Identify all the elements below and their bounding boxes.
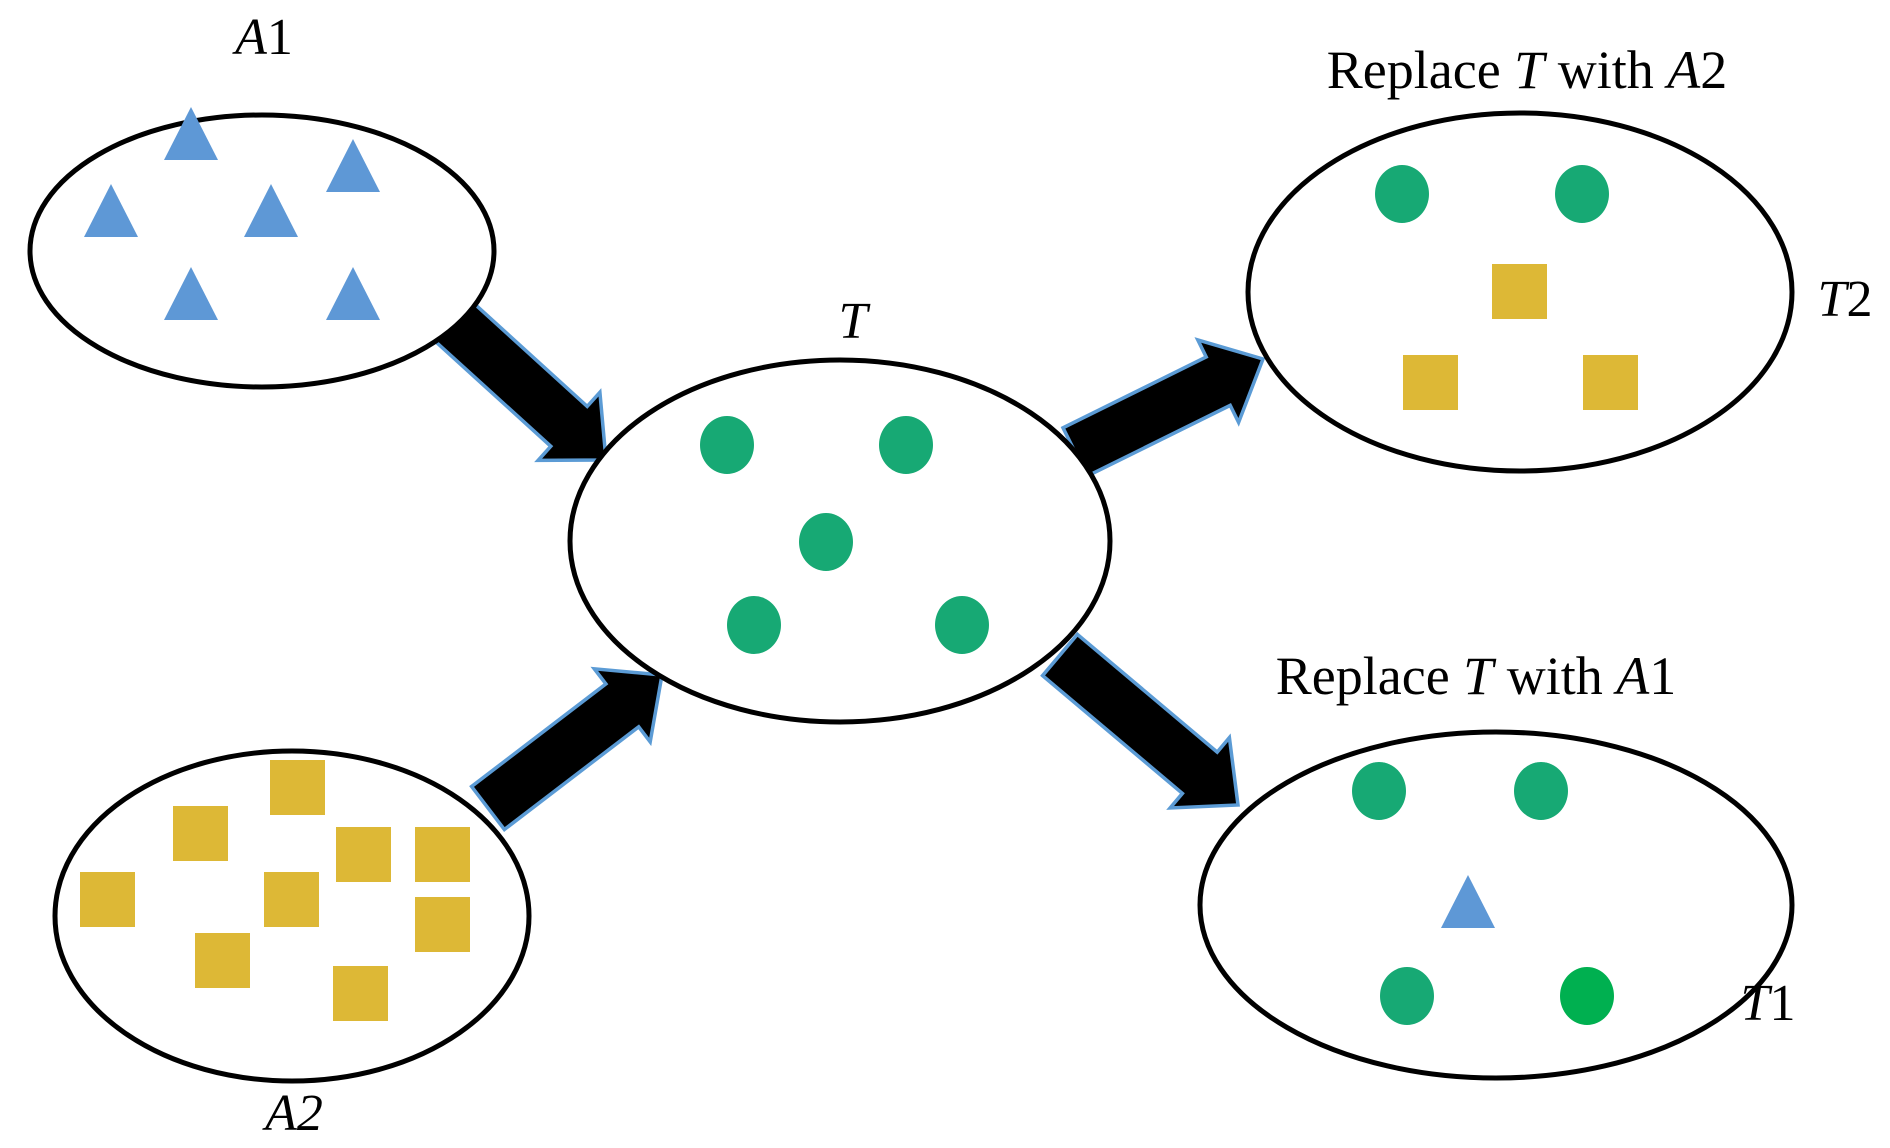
green-circle [935, 596, 989, 654]
yellow-square [415, 897, 470, 952]
set-A1-ellipse [27, 112, 497, 390]
yellow-square [333, 966, 388, 1021]
set-A2-label: A2 [262, 1085, 323, 1142]
green-circle [799, 513, 853, 571]
arrows-layer [431, 297, 1266, 832]
set-A1: A1 [27, 9, 497, 390]
set-A1-items [84, 107, 380, 320]
set-T1: T1 Replace T with A1 [1197, 646, 1796, 1081]
yellow-square [1492, 264, 1547, 319]
set-T-label: T [839, 293, 871, 350]
arrow-t-to-t2 [1060, 337, 1266, 479]
set-T2-caption: Replace T with A2 [1327, 40, 1727, 100]
yellow-square [1583, 355, 1638, 410]
yellow-square [270, 760, 325, 815]
set-A1-label: A1 [232, 9, 293, 66]
blue-triangle [164, 267, 218, 320]
yellow-square [264, 872, 319, 927]
set-T2-label: T2 [1818, 271, 1873, 328]
yellow-square [336, 827, 391, 882]
green-circle [727, 596, 781, 654]
set-T: T [567, 293, 1113, 725]
set-T-items [700, 416, 989, 654]
blue-triangle [326, 267, 380, 320]
set-T1-items [1352, 762, 1614, 1025]
yellow-square [80, 872, 135, 927]
yellow-square [1403, 355, 1458, 410]
yellow-square [195, 933, 250, 988]
blue-triangle [164, 107, 218, 160]
arrow-a2-to-t [469, 666, 665, 832]
set-A2-items [80, 760, 470, 1021]
green-circle [1352, 762, 1406, 820]
set-T1-label: T1 [1741, 975, 1796, 1032]
green-circle [1560, 967, 1614, 1025]
set-T1-ellipse [1197, 729, 1795, 1081]
arrow-t-to-t1 [1040, 631, 1240, 810]
green-circle [1514, 762, 1568, 820]
yellow-square [173, 806, 228, 861]
blue-triangle [326, 139, 380, 192]
set-T2-items [1375, 165, 1638, 410]
set-T1-caption: Replace T with A1 [1276, 646, 1676, 706]
blue-triangle [84, 184, 138, 237]
set-T2: T2 Replace T with A2 [1245, 40, 1873, 474]
yellow-square [415, 827, 470, 882]
set-A2: A2 [52, 748, 532, 1142]
green-circle [1555, 165, 1609, 223]
green-circle [879, 416, 933, 474]
arrow-a1-to-t [431, 297, 608, 463]
blue-triangle [1441, 875, 1495, 928]
blue-triangle [244, 184, 298, 237]
green-circle [1380, 967, 1434, 1025]
green-circle [700, 416, 754, 474]
green-circle [1375, 165, 1429, 223]
